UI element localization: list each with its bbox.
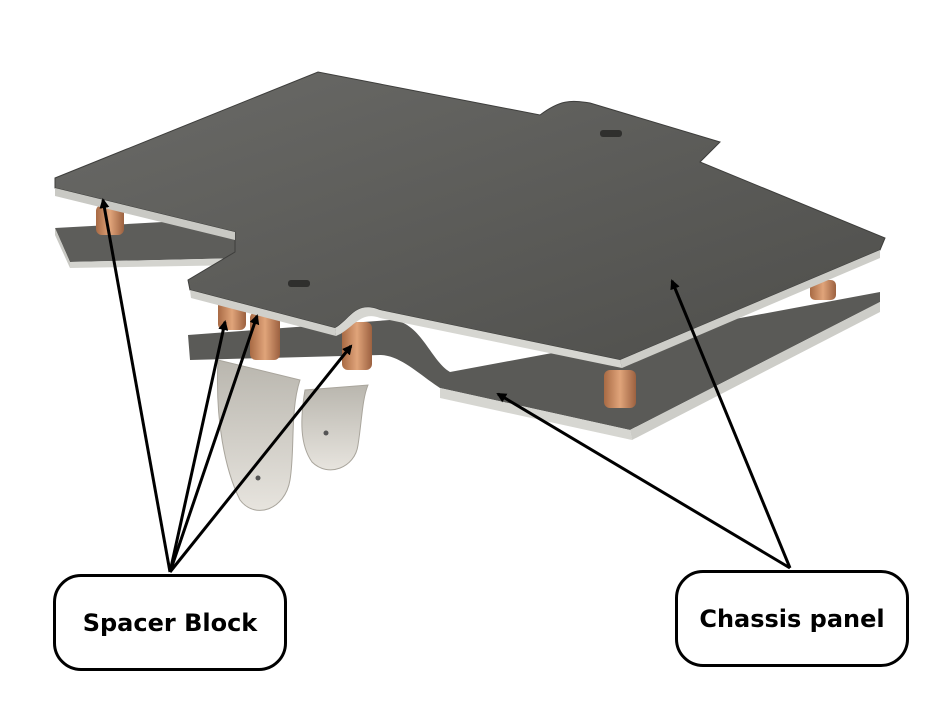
spacer-arrow-3 bbox=[168, 314, 260, 573]
spacer-block-label: Spacer Block bbox=[53, 574, 287, 671]
chassis-panel-label: Chassis panel bbox=[675, 570, 909, 667]
spacer-arrow-4 bbox=[168, 344, 353, 573]
spacer-block-4 bbox=[342, 322, 372, 370]
spacer-arrow-2 bbox=[168, 320, 229, 573]
fin-right bbox=[301, 384, 369, 471]
spacer-arrows bbox=[99, 198, 353, 573]
spacer-block-5 bbox=[604, 370, 636, 408]
fin-left bbox=[217, 359, 301, 511]
spacer-block-1 bbox=[96, 205, 124, 235]
spacer-arrow-1 bbox=[99, 198, 172, 573]
chassis-arrow-1 bbox=[670, 279, 792, 569]
chassis-arrows bbox=[496, 279, 792, 570]
chassis-arrow-2 bbox=[496, 392, 791, 570]
